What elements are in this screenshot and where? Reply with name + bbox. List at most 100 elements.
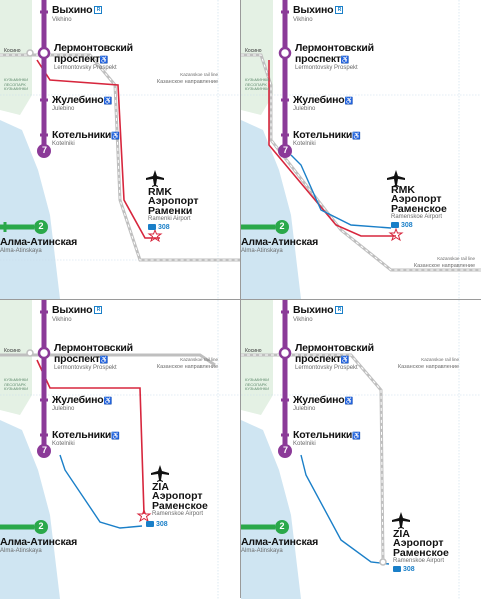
plane-icon: [146, 170, 164, 187]
airport-name-1: Аэропорт: [148, 195, 199, 207]
accessible-icon: ♿: [352, 133, 361, 140]
map-graphics: [241, 0, 481, 299]
line-7-badge-bg: [37, 144, 51, 158]
airport-name-2: Раменское: [393, 547, 449, 559]
bus-icon: [393, 566, 401, 573]
bus-icon: [148, 224, 156, 231]
bus-route-line: [290, 154, 392, 229]
airport-code: RMK: [391, 184, 415, 196]
station-vykhino-en: Vikhino: [293, 17, 313, 23]
station-lermontovsky: Лермонтовский: [54, 342, 133, 354]
accessible-icon: ♿: [103, 398, 113, 405]
airport-name-en: Ramenskoe Airport: [152, 511, 204, 517]
airport-name-1: Аэропорт: [391, 193, 442, 205]
airport-star-icon: [388, 227, 404, 242]
airport-code: RMK: [148, 186, 172, 198]
line-2-badge: 2: [279, 521, 285, 531]
accessible-icon: ♿: [352, 433, 361, 440]
river-area: [0, 120, 60, 299]
airport-name-2: Раменки: [148, 205, 193, 217]
railway-label-small: Kazanskoe rail line: [437, 256, 475, 261]
station-kotelniki: Котельники♿: [52, 129, 120, 141]
station-vykhino-en: Vikhino: [52, 17, 72, 23]
station-alma-atinskaya: Алма-Атинская: [0, 536, 78, 548]
station-lermontovsky-2: проспект♿: [295, 53, 350, 65]
airport-name-en: Ramenki Airport: [148, 216, 191, 222]
red-route: [36, 59, 160, 239]
station-zhulebino: Жулебино♿: [52, 394, 113, 406]
accessible-icon: ♿: [344, 398, 354, 405]
airport-code: ZIA: [152, 481, 169, 493]
airport-star-icon: [147, 228, 163, 243]
airport-name-2: Раменское: [152, 500, 208, 512]
red-route: [268, 60, 396, 237]
station-lermontovsky-2: проспект♿: [54, 353, 109, 365]
station-kotelniki-en: Kotelniki: [293, 141, 316, 147]
station-lermontovsky-en: Lermontovsky Prospekt: [54, 365, 117, 371]
line-2-badge: 2: [38, 521, 44, 531]
park-area: [0, 0, 32, 115]
railway-line: [0, 353, 216, 367]
kosino-station: [26, 49, 34, 57]
station-kotelniki: Котельники♿: [293, 129, 361, 141]
accessible-icon: ♿: [99, 57, 109, 64]
accessible-icon: ♿: [111, 433, 120, 440]
station-alma-atinskaya-en: Alma-Atinskaya: [241, 248, 283, 254]
line-2-badge: 2: [38, 221, 44, 231]
station-zhulebino-en: Julebino: [52, 106, 75, 112]
station-alma-atinskaya: Алма-Атинская: [0, 236, 78, 248]
park-label: КузьминкилесопаркКузьминки: [4, 77, 29, 91]
station-zhulebino-en: Julebino: [293, 106, 316, 112]
accessible-icon: ♿: [99, 357, 109, 364]
airport-name-en: Ramenskoe Airport: [391, 214, 443, 220]
station-kotelniki-en: Kotelniki: [293, 441, 316, 447]
station-lermontovsky-en: Lermontovsky Prospekt: [295, 65, 358, 71]
line-2-badge: 2: [279, 221, 285, 231]
station-lermontovsky-2: проспект♿: [295, 353, 350, 365]
station-kotelniki-en: Kotelniki: [52, 441, 75, 447]
line-7-badge: 7: [282, 445, 288, 455]
airport-name-en: Ramenskoe Airport: [393, 558, 445, 564]
bus-route: 308: [391, 222, 413, 229]
rail-transfer-icon: R: [94, 6, 103, 15]
line-7-badge: 7: [282, 145, 288, 155]
accessible-icon: ♿: [344, 98, 354, 105]
station-vykhino-en: Vikhino: [52, 317, 72, 323]
park-label: КузьминкилесопаркКузьминки: [4, 377, 29, 391]
accessible-icon: ♿: [340, 357, 350, 364]
airport-code: ZIA: [393, 528, 410, 540]
plane-icon: [392, 512, 410, 529]
station-zhulebino-en: Julebino: [293, 406, 316, 412]
rail-stop: [379, 558, 387, 566]
station-lermontovsky: Лермонтовский: [295, 42, 374, 54]
station-alma-atinskaya-en: Alma-Atinskaya: [0, 548, 42, 554]
bus-route: 308: [148, 224, 170, 231]
station-lermontovsky-en: Lermontovsky Prospekt: [295, 365, 358, 371]
map-graphics: [0, 300, 240, 599]
airport-name-1: Аэропорт: [393, 537, 444, 549]
railway-label: Казанское направление: [397, 364, 459, 370]
plane-icon: [387, 170, 405, 187]
railway-label-small: Kazanskoe rail line: [180, 72, 218, 77]
map-graphics: [241, 300, 481, 599]
bus-icon: [146, 521, 154, 528]
station-zhulebino: Жулебино♿: [52, 94, 113, 106]
station-kotelniki-en: Kotelniki: [52, 141, 75, 147]
transfer-station-lermontovsky: [37, 46, 51, 60]
accessible-icon: ♿: [103, 98, 113, 105]
railway-label: Казанское направление: [156, 79, 218, 85]
station-kosino: Косино: [4, 348, 21, 354]
line-7-badge: 7: [41, 145, 47, 155]
accessible-icon: ♿: [340, 57, 350, 64]
station-kotelniki: Котельники♿: [293, 429, 361, 441]
airport-name-2: Раменское: [391, 203, 447, 215]
railway-label: Казанское направление: [156, 364, 218, 370]
railway-label-small: Kazanskoe rail line: [180, 357, 218, 362]
